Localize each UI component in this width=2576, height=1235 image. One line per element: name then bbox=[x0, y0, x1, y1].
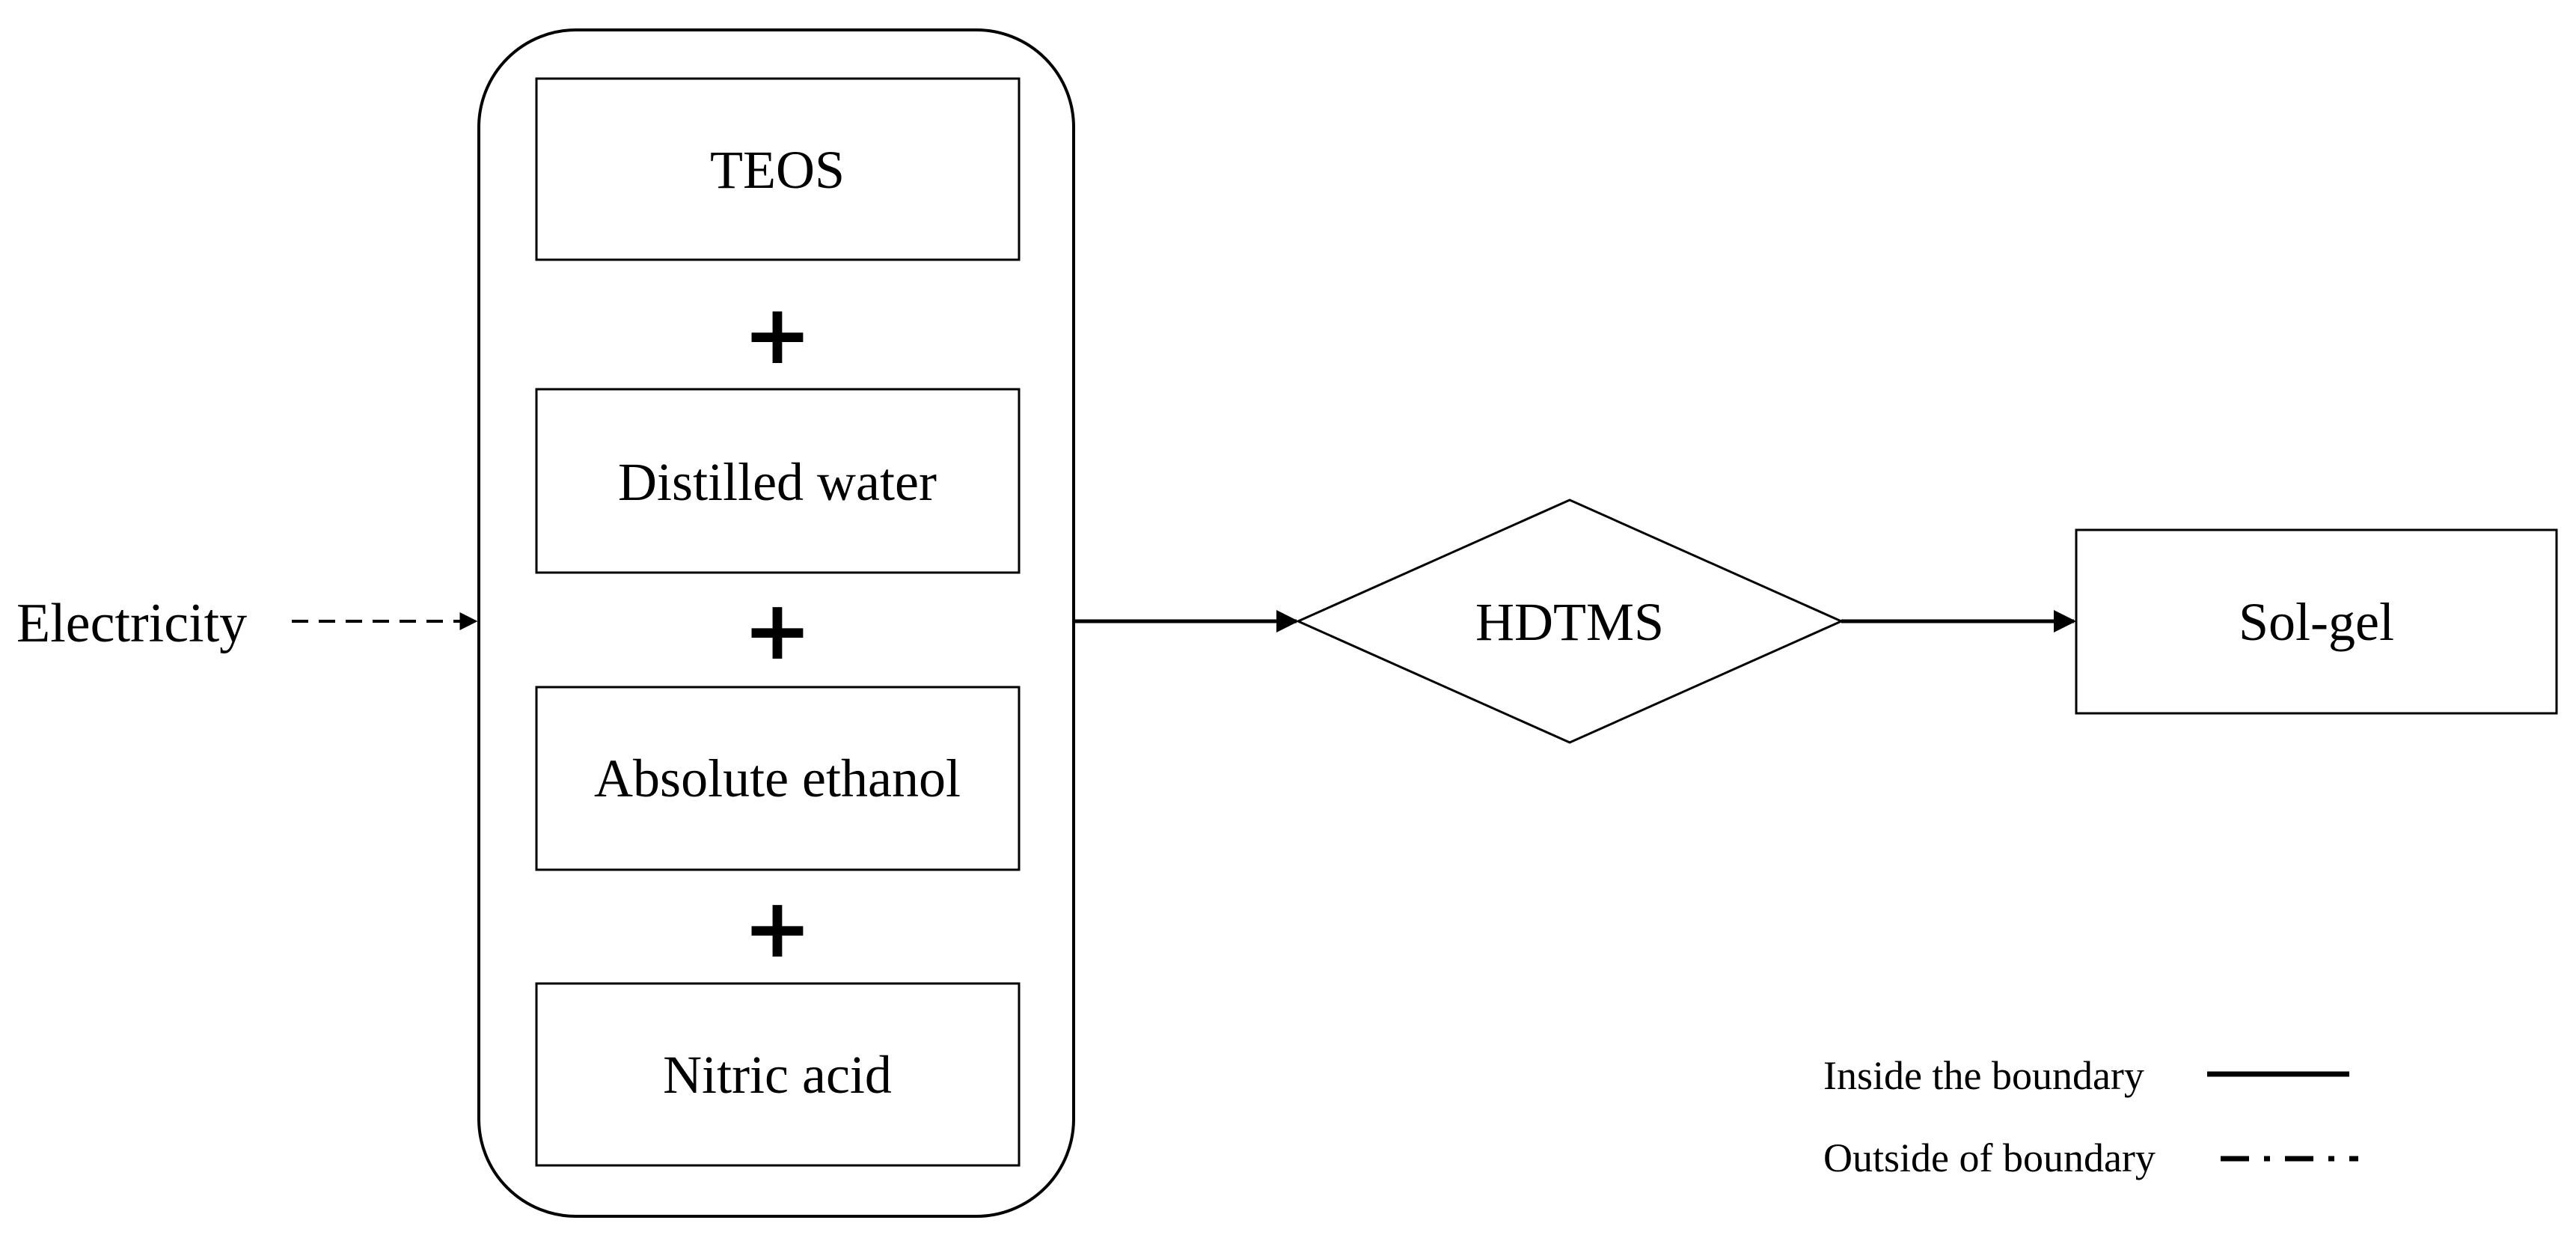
ingredient-label-absolute-ethanol: Absolute ethanol bbox=[594, 748, 961, 808]
plus-sign-3: + bbox=[743, 880, 812, 976]
ingredient-label-distilled-water: Distilled water bbox=[618, 452, 937, 512]
legend-inside-label: Inside the boundary bbox=[1823, 1053, 2144, 1098]
hdtms-diamond: HDTMS bbox=[1295, 498, 1844, 744]
ingredient-box-absolute-ethanol: Absolute ethanol bbox=[535, 686, 1021, 871]
hdtms-label: HDTMS bbox=[1475, 592, 1664, 652]
solgel-box: Sol-gel bbox=[2075, 528, 2558, 715]
ingredient-label-nitric-acid: Nitric acid bbox=[663, 1045, 892, 1105]
electricity-label: Electricity bbox=[16, 593, 247, 654]
ingredient-box-nitric-acid: Nitric acid bbox=[535, 982, 1021, 1167]
ingredient-box-teos: TEOS bbox=[535, 77, 1021, 261]
ingredient-box-distilled-water: Distilled water bbox=[535, 388, 1021, 574]
legend-outside-label: Outside of boundary bbox=[1823, 1135, 2156, 1180]
ingredients-container bbox=[477, 28, 1075, 1218]
legend: Inside the boundary Outside of boundary bbox=[1823, 1053, 2358, 1180]
ingredient-label-teos: TEOS bbox=[710, 140, 845, 200]
plus-sign-2: + bbox=[743, 582, 812, 678]
plus-sign-1: + bbox=[743, 287, 812, 382]
solgel-label: Sol-gel bbox=[2239, 592, 2394, 652]
